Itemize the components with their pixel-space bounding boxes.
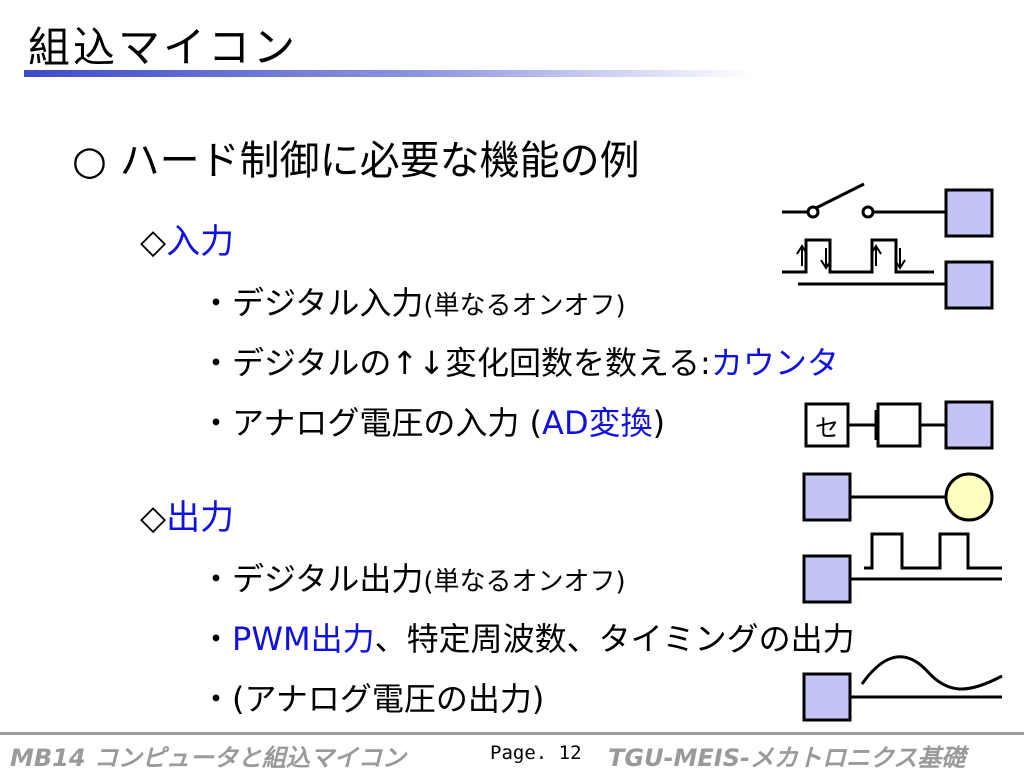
input-item-counter: ・デジタルの↑↓変化回数を数える:カウンタ bbox=[200, 338, 839, 384]
item-text: (アナログ電圧の出力) bbox=[232, 680, 545, 718]
mcu-box bbox=[802, 672, 852, 722]
mcu-box bbox=[944, 400, 994, 450]
output-item-pwm: ・PWM出力、特定周波数、タイミングの出力 bbox=[200, 614, 855, 660]
item-highlight: AD変換 bbox=[542, 404, 653, 442]
mcu-box bbox=[944, 260, 994, 310]
footer-page-number: Page. 12 bbox=[490, 742, 582, 764]
title-underline bbox=[24, 70, 754, 77]
mcu-box bbox=[802, 472, 852, 522]
output-item-analog: ・(アナログ電圧の出力) bbox=[200, 674, 544, 720]
footer-department: TGU-MEIS-メカトロニクス基礎 bbox=[608, 744, 966, 772]
item-subtext: (単なるオンオフ) bbox=[423, 291, 626, 321]
bullet: ・ bbox=[200, 620, 233, 658]
item-highlight: カウンタ bbox=[710, 344, 839, 382]
item-highlight: PWM出力 bbox=[232, 620, 375, 658]
item-text: デジタルの↑↓変化回数を数える: bbox=[232, 344, 711, 382]
pulse-counter-diagram bbox=[782, 238, 994, 310]
analog-output-diagram bbox=[802, 655, 1003, 722]
lamp-circle bbox=[944, 472, 994, 522]
sensor-box bbox=[804, 402, 850, 448]
ad-conversion-diagram bbox=[804, 400, 994, 450]
footer-course: MB14 コンピュータと組込マイコン bbox=[10, 744, 406, 772]
mcu-box bbox=[944, 188, 994, 238]
bullet: ・ bbox=[200, 560, 233, 598]
sensor-label: セ bbox=[815, 414, 839, 442]
item-text: アナログ電圧の入力 ( bbox=[232, 404, 543, 442]
input-item-digital: ・デジタル入力(単なるオンオフ) bbox=[200, 278, 626, 324]
section-output-label: 出力 bbox=[166, 498, 235, 538]
mcu-box bbox=[802, 554, 852, 604]
footer-rule bbox=[0, 732, 1024, 735]
section-input: ◇入力 bbox=[140, 214, 234, 263]
bullet: ・ bbox=[200, 404, 233, 442]
section-output: ◇出力 bbox=[140, 490, 234, 539]
item-text: デジタル出力 bbox=[232, 560, 424, 598]
bullet: ・ bbox=[200, 680, 233, 718]
item-text-end: ) bbox=[652, 404, 666, 442]
diamond-marker: ◇ bbox=[140, 222, 167, 262]
switch-diagram bbox=[782, 182, 994, 238]
diamond-marker: ◇ bbox=[140, 498, 167, 538]
item-text: デジタル入力 bbox=[232, 284, 424, 322]
converter-box bbox=[876, 402, 922, 448]
digital-output-diagram bbox=[802, 532, 1002, 604]
output-item-digital: ・デジタル出力(単なるオンオフ) bbox=[200, 554, 626, 600]
main-heading: ○ ハード制御に必要な機能の例 bbox=[72, 138, 640, 184]
bullet: ・ bbox=[200, 344, 233, 382]
section-input-label: 入力 bbox=[166, 222, 235, 262]
lamp-output-diagram bbox=[802, 472, 994, 522]
slide-title: 組込マイコン bbox=[28, 23, 299, 72]
item-text: 、特定周波数、タイミングの出力 bbox=[374, 620, 855, 658]
bullet: ・ bbox=[200, 284, 233, 322]
input-item-analog: ・アナログ電圧の入力 (AD変換) bbox=[200, 398, 665, 444]
item-subtext: (単なるオンオフ) bbox=[423, 567, 626, 597]
